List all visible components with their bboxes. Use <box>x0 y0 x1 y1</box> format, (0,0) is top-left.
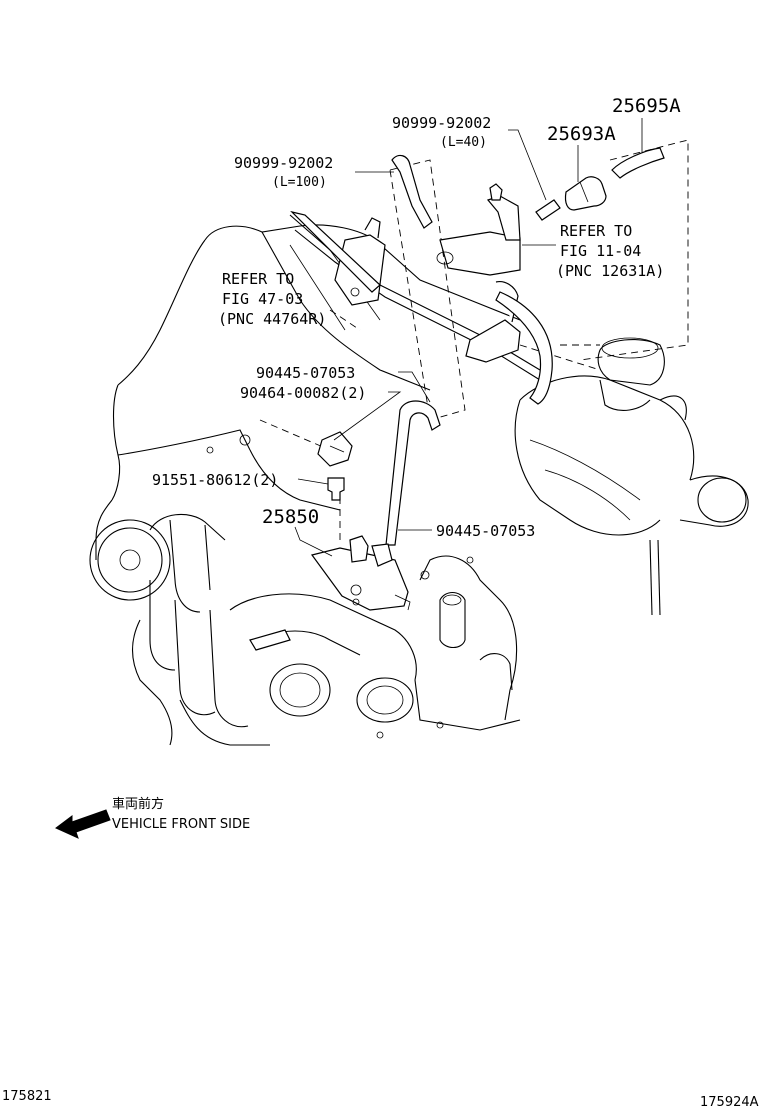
label-90445-07053-b: 90445-07053 <box>436 522 535 540</box>
figure-code-right: 175924A <box>700 1095 759 1110</box>
front-label-jp: 車両前方 <box>112 796 164 812</box>
engine-outline <box>89 214 749 746</box>
refer-fig-47-line2: FIG 47-03 <box>222 290 303 308</box>
label-90999-92002-b: 90999-92002 <box>234 154 333 172</box>
label-90445-07053-a: 90445-07053 <box>256 364 355 382</box>
label-length-40: (L=40) <box>440 135 487 150</box>
label-91551-80612: 91551-80612(2) <box>152 471 278 489</box>
figure-code-left: 175821 <box>2 1089 52 1104</box>
refer-fig-11-line1: REFER TO <box>560 222 632 240</box>
label-90464-00082: 90464-00082(2) <box>240 384 366 402</box>
labels: 25695A 25693A 90999-92002 (L=40) 90999-9… <box>152 95 681 540</box>
leader-lines <box>294 118 643 557</box>
refer-fig-11-line2: FIG 11-04 <box>560 242 641 260</box>
label-25693A: 25693A <box>547 123 616 145</box>
label-length-100: (L=100) <box>272 175 327 190</box>
refer-fig-47-line1: REFER TO <box>222 270 294 288</box>
components <box>249 147 665 651</box>
front-label-en: VEHICLE FRONT SIDE <box>112 817 250 832</box>
vehicle-front-indicator: 車両前方 VEHICLE FRONT SIDE <box>55 796 250 839</box>
label-25695A: 25695A <box>612 95 681 117</box>
refer-fig-47-line3: (PNC 44764R) <box>218 310 326 328</box>
front-arrow-icon <box>55 809 111 839</box>
label-90999-92002-a: 90999-92002 <box>392 114 491 132</box>
label-25850: 25850 <box>262 506 319 528</box>
refer-fig-11-line3: (PNC 12631A) <box>556 262 664 280</box>
